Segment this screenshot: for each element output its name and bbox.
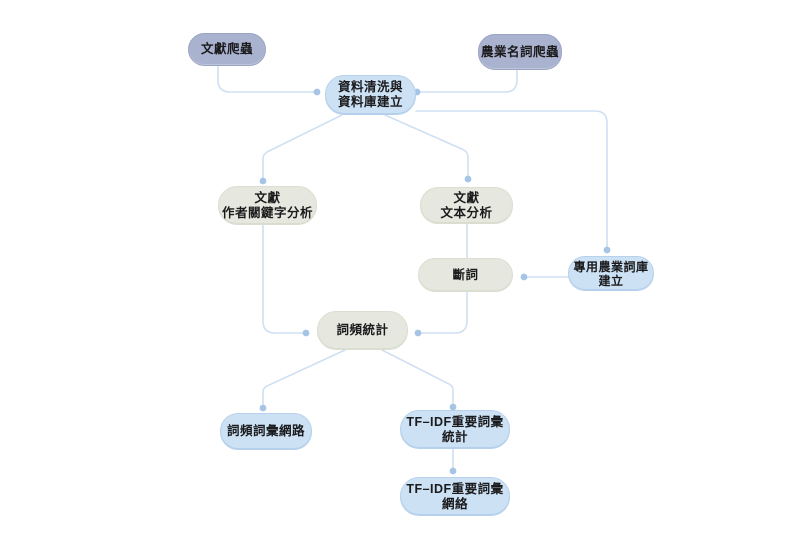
connector-dot xyxy=(520,273,528,281)
node-word-segmentation: 斷詞 xyxy=(418,258,513,292)
connector-dot xyxy=(302,329,310,337)
edge-doc-crawler-to-data-cleaning xyxy=(217,65,315,93)
edge-data-cleaning-to-author-kw xyxy=(262,114,343,179)
edge-word-seg-to-freq-stats xyxy=(420,291,468,334)
node-agri-lexicon: 專用農業詞庫 建立 xyxy=(568,256,654,291)
edge-data-cleaning-to-agri-lexicon xyxy=(415,110,608,248)
node-tfidf-network: TF–IDF重要詞彙 網絡 xyxy=(400,477,510,516)
connector-dot xyxy=(414,329,422,337)
edge-author-kw-to-freq-stats xyxy=(262,224,304,334)
connector-dot xyxy=(449,467,457,475)
node-agri-term-crawler: 農業名詞爬蟲 xyxy=(478,34,562,70)
node-author-keyword-analysis: 文獻 作者關鍵字分析 xyxy=(218,186,317,225)
node-word-freq-network: 詞頻詞彙網路 xyxy=(220,413,312,450)
connector-dot xyxy=(603,246,611,254)
node-doc-crawler: 文獻爬蟲 xyxy=(188,33,266,66)
node-tfidf-stats: TF–IDF重要詞彙 統計 xyxy=(400,410,510,449)
edge-agri-crawler-to-data-cleaning xyxy=(419,69,518,93)
edge-freq-stats-to-tfidf-stats xyxy=(381,349,454,404)
connector-dot xyxy=(259,404,267,412)
connector-dot xyxy=(464,175,472,183)
edge-freq-stats-to-freq-network xyxy=(262,349,346,405)
connector-dot xyxy=(313,88,321,96)
node-data-cleaning-db: 資料清洗與 資料庫建立 xyxy=(325,75,416,115)
node-word-freq-stats: 詞頻統計 xyxy=(317,311,408,350)
connector-dot xyxy=(449,403,457,411)
node-doc-text-analysis: 文獻 文本分析 xyxy=(420,187,513,224)
connector-dot xyxy=(259,177,267,185)
edge-data-cleaning-to-text-analysis xyxy=(384,114,469,177)
